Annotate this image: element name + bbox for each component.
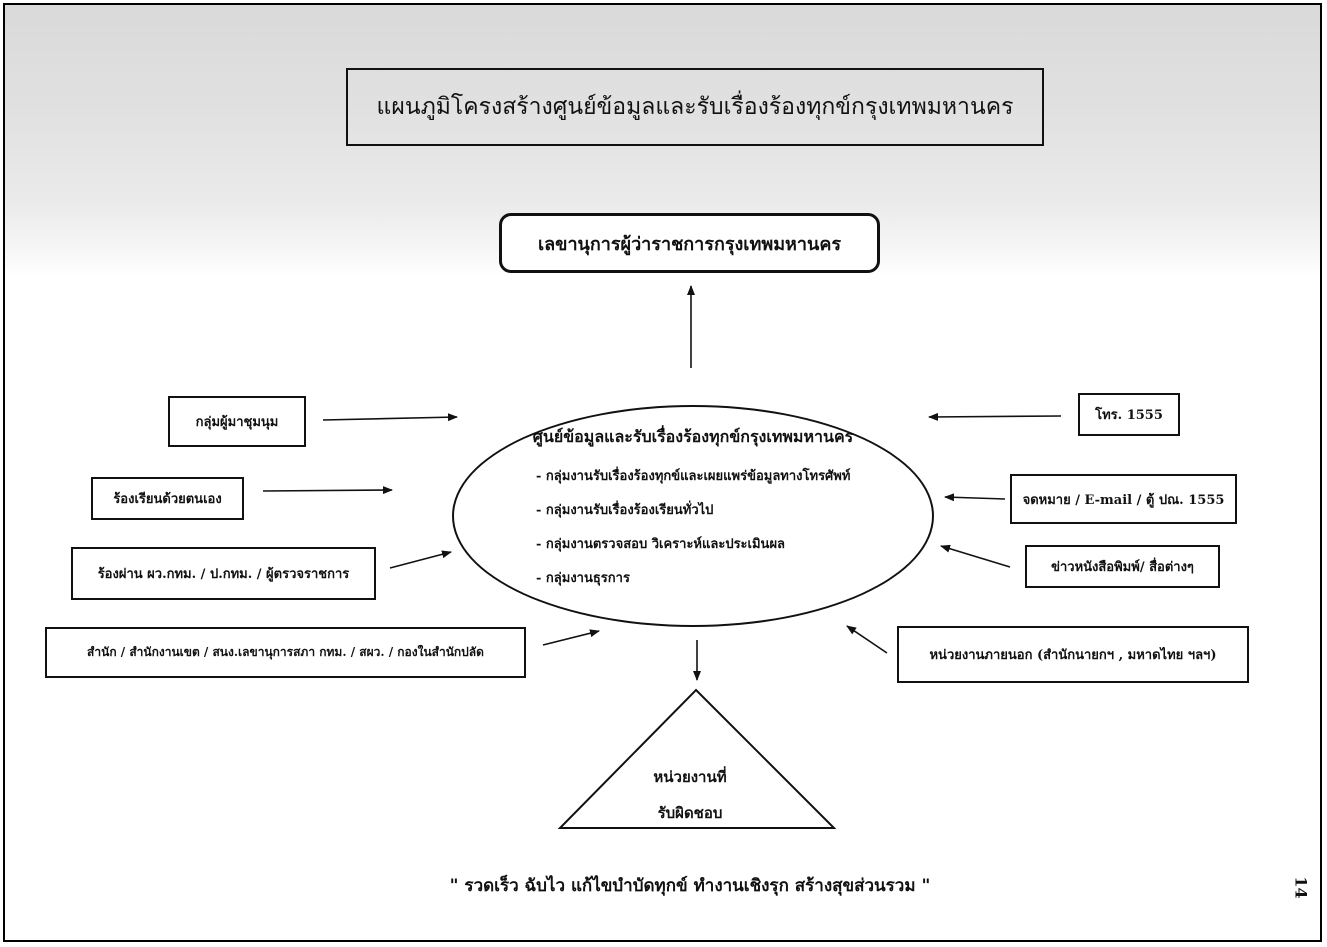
chart-title: แผนภูมิโครงสร้างศูนย์ข้อมูลและรับเรื่องร… (346, 68, 1044, 146)
arrow-from-news (940, 544, 1011, 568)
slogan: " รวดเร็ว ฉับไว แก้ไขบำบัดทุกข์ ทำงานเชิ… (449, 876, 931, 896)
page-number: 14 (1291, 876, 1311, 899)
source-box-mail: จดหมาย / E-mail / ตู้ ปณ. 1555 (1010, 474, 1237, 524)
responsible-unit-label-line1: หน่วยงานที่ (653, 768, 727, 786)
arrow-from-mail (944, 493, 1006, 502)
center-group-item: - กลุ่มงานธุรการ (536, 571, 630, 586)
arrow-from-bureaus (542, 629, 600, 646)
source-box-external: หน่วยงานภายนอก (สำนักนายกฯ , มหาดไทย ฯลฯ… (897, 626, 1249, 683)
center-group-item: - กลุ่มงานรับเรื่องร้องทุกข์และเผยแพร่ข้… (536, 469, 851, 484)
source-box-phone: โทร. 1555 (1078, 393, 1180, 436)
source-box-news: ข่าวหนังสือพิมพ์/ สื่อต่างๆ (1025, 545, 1220, 588)
center-group-item: - กลุ่มงานรับเรื่องร้องเรียนทั่วไป (536, 503, 714, 518)
secretary-box: เลขานุการผู้ว่าราชการกรุงเทพมหานคร (499, 213, 880, 273)
arrow-from-self-complaint (262, 486, 393, 495)
arrow-from-protesters (322, 413, 458, 422)
arrow-from-external (846, 625, 888, 654)
center-group-item: - กลุ่มงานตรวจสอบ วิเคราะห์และประเมินผล (536, 537, 786, 552)
source-box-bureaus: สำนัก / สำนักงานเขต / สนง.เลขานุการสภา ก… (45, 627, 526, 678)
center-title: ศูนย์ข้อมูลและรับเรื่องร้องทุกข์กรุงเทพม… (532, 427, 854, 446)
arrow-from-phone (928, 412, 1062, 421)
arrow-from-governor-channel (389, 550, 452, 569)
center-group-list: - กลุ่มงานรับเรื่องร้องทุกข์และเผยแพร่ข้… (536, 465, 850, 601)
source-box-self-complaint: ร้องเรียนด้วยตนเอง (91, 477, 244, 520)
center-ellipse: ศูนย์ข้อมูลและรับเรื่องร้องทุกข์กรุงเทพม… (452, 405, 934, 627)
source-box-protesters: กลุ่มผู้มาชุมนุม (168, 396, 306, 447)
responsible-unit-label-line2: รับผิดชอบ (657, 804, 723, 822)
responsible-unit-triangle (557, 688, 837, 829)
source-box-governor-channel: ร้องผ่าน ผว.กทม. / ป.กทม. / ผู้ตรวจราชกา… (71, 547, 376, 600)
